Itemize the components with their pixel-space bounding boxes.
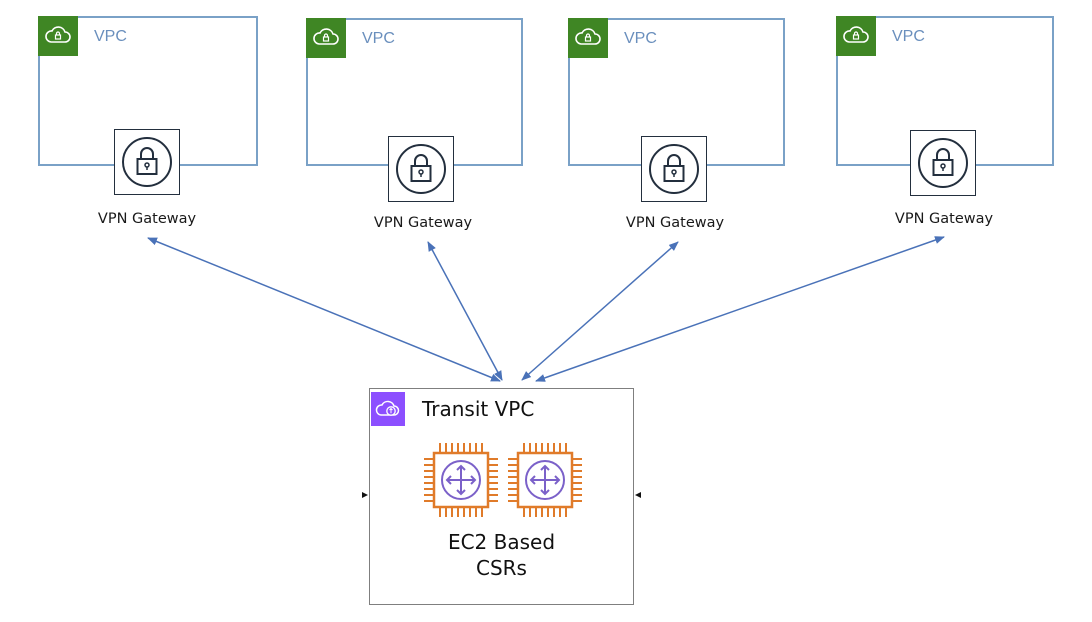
transit-vpc-title: Transit VPC: [422, 397, 535, 421]
arrow-vpc2-transit: [427, 241, 503, 381]
right-edge-marker: [635, 492, 641, 498]
padlock-icon: [396, 144, 446, 194]
vpn-gateway-2[interactable]: [388, 136, 454, 202]
vpn-gateway-1[interactable]: [114, 129, 180, 195]
ec2-router-chip-icon[interactable]: [506, 441, 584, 519]
vpc-cloud-lock-icon: [306, 18, 346, 58]
ec2-csr-label-line2: CSRs: [476, 556, 527, 580]
vpn-gateway-3[interactable]: [641, 136, 707, 202]
vpc-cloud-lock-icon: [38, 16, 78, 56]
transit-vpc-box: Transit VPC EC2 Based CSRs: [369, 388, 634, 605]
transit-vpc-icon: [371, 392, 405, 426]
ec2-csr-label: EC2 Based CSRs: [370, 529, 633, 581]
ec2-csr-label-line1: EC2 Based: [447, 530, 556, 554]
arrow-vpc3-transit: [521, 241, 679, 381]
ec2-router-chip-icon[interactable]: [422, 441, 500, 519]
padlock-icon: [122, 137, 172, 187]
vpn-gateway-label: VPN Gateway: [894, 211, 994, 227]
vpn-gateway-label: VPN Gateway: [373, 215, 473, 231]
vpc-label: VPC: [362, 30, 395, 47]
left-edge-marker: [362, 492, 368, 498]
vpc-label: VPC: [94, 28, 127, 45]
vpn-gateway-label: VPN Gateway: [625, 215, 725, 231]
vpc-cloud-lock-icon: [568, 18, 608, 58]
vpc-label: VPC: [892, 28, 925, 45]
vpn-gateway-label: VPN Gateway: [97, 211, 197, 227]
arrow-vpc4-transit: [535, 236, 945, 382]
vpc-cloud-lock-icon: [836, 16, 876, 56]
vpc-label: VPC: [624, 30, 657, 47]
padlock-icon: [649, 144, 699, 194]
vpn-gateway-4[interactable]: [910, 130, 976, 196]
arrow-vpc1-transit: [147, 237, 501, 382]
padlock-icon: [918, 138, 968, 188]
